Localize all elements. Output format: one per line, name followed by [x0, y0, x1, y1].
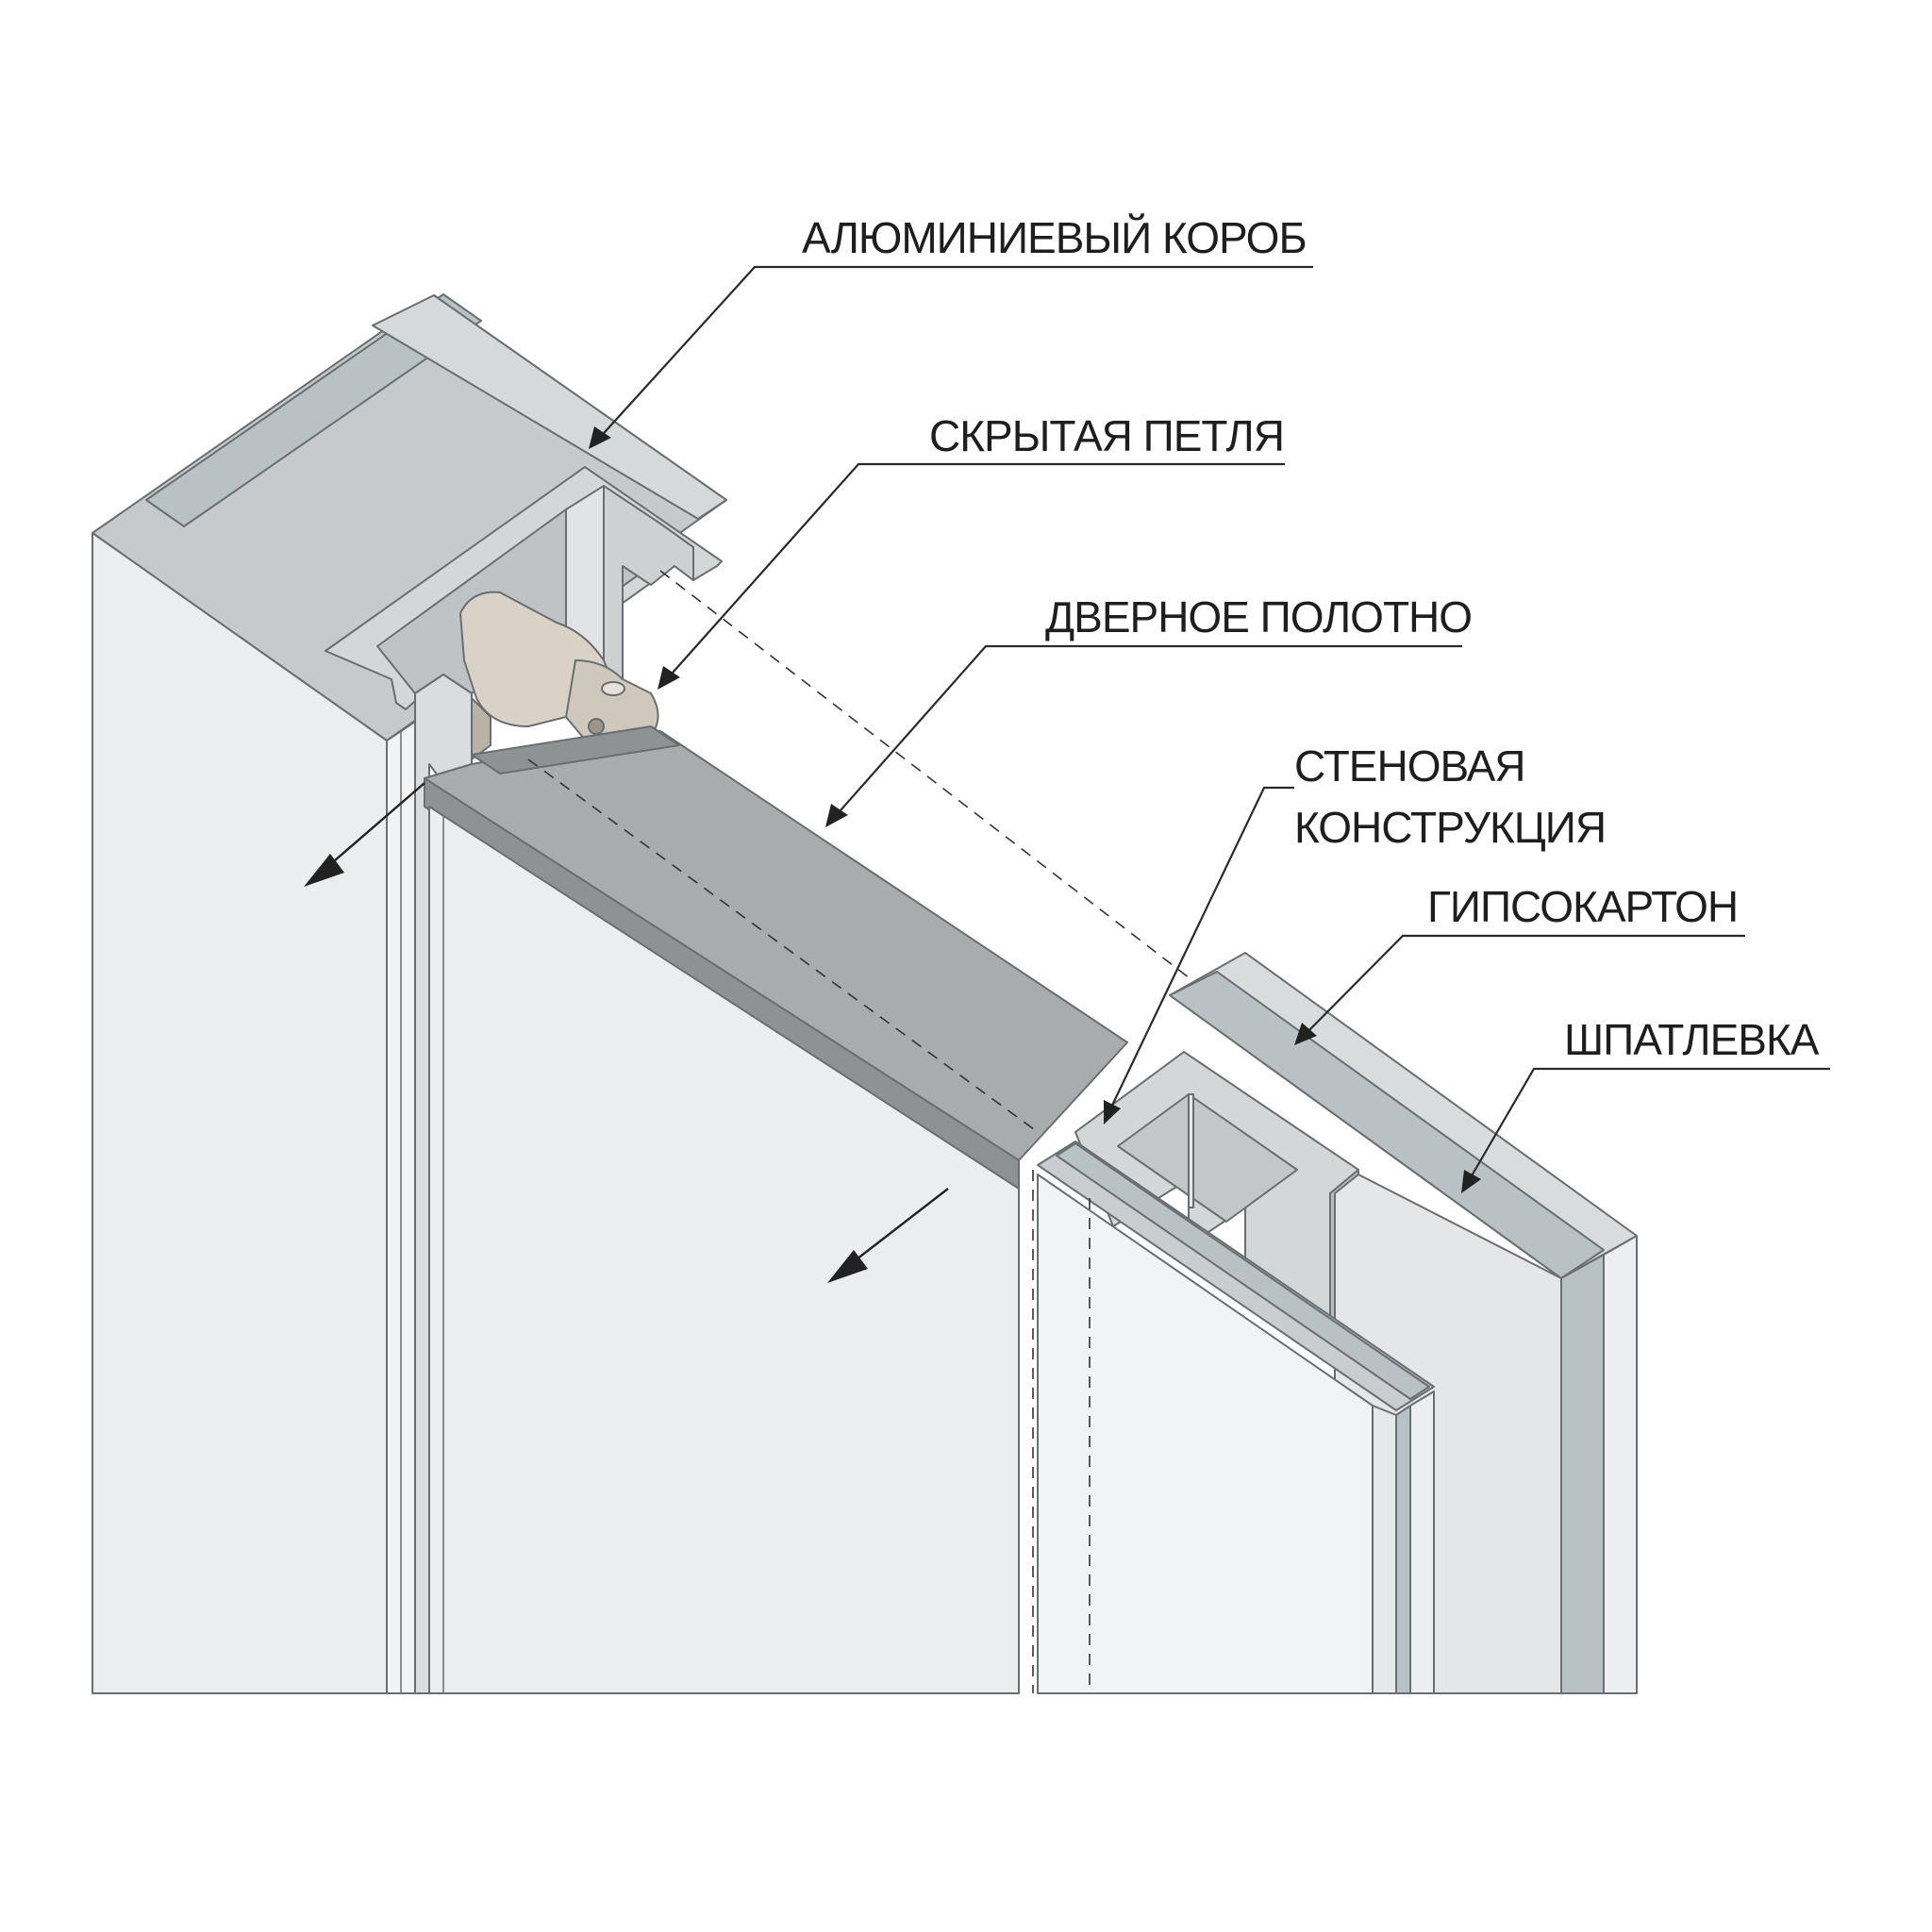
hinge-lower-plate [471, 697, 491, 760]
wall-stud-inner [1188, 1093, 1194, 1208]
left-wall [92, 293, 727, 1694]
door-leaf-face [428, 806, 1020, 1694]
label-wall-construction-line2: КОНСТРУКЦИЯ [1294, 803, 1606, 852]
hinge-pin [588, 718, 605, 735]
door-leaf [424, 725, 1128, 1694]
leader-aluminum-box [595, 265, 1313, 442]
label-wall-construction-line1: СТЕНОВАЯ [1294, 741, 1525, 791]
label-door-leaf: ДВЕРНОЕ ПОЛОТНО [1045, 592, 1472, 641]
label-putty: ШПАТЛЕВКА [1564, 1015, 1820, 1064]
leader-putty [1466, 1067, 1830, 1185]
right-wall-top-drywall [1169, 971, 1605, 1279]
leader-wall-construction [1108, 786, 1294, 1114]
label-drywall: ГИПСОКАРТОН [1427, 882, 1738, 931]
hidden-lines [527, 570, 1194, 1693]
right-wall-front-layer-2 [1395, 1405, 1411, 1694]
label-hidden-hinge: СКРЫТАЯ ПЕТЛЯ [929, 411, 1284, 460]
leader-hidden-hinge [664, 462, 1285, 682]
right-wall-front-layer-3 [1409, 1391, 1435, 1694]
opening-arrow-2 [827, 1188, 949, 1283]
hinge-pin-top [601, 681, 625, 696]
labels: АЛЮМИНИЕВЫЙ КОРОБ СКРЫТАЯ ПЕТЛЯ ДВЕРНОЕ … [802, 213, 1821, 1064]
left-wall-top-drywall-band [145, 293, 482, 527]
right-wall-front-layer-1 [1372, 1405, 1397, 1694]
leader-door-leaf [832, 644, 1462, 820]
leaders [589, 265, 1830, 1193]
label-aluminum-box: АЛЮМИНИЕВЫЙ КОРОБ [802, 213, 1307, 262]
right-wall-front-drywall-top [1056, 1142, 1430, 1400]
right-wall-back-putty [1603, 1235, 1638, 1694]
opening-arrow-1 [304, 782, 425, 887]
right-wall [1037, 952, 1638, 1694]
leader-drywall [1301, 934, 1745, 1039]
right-wall-back-drywall [1560, 1254, 1605, 1694]
door-leaf-top-recess [471, 725, 680, 774]
